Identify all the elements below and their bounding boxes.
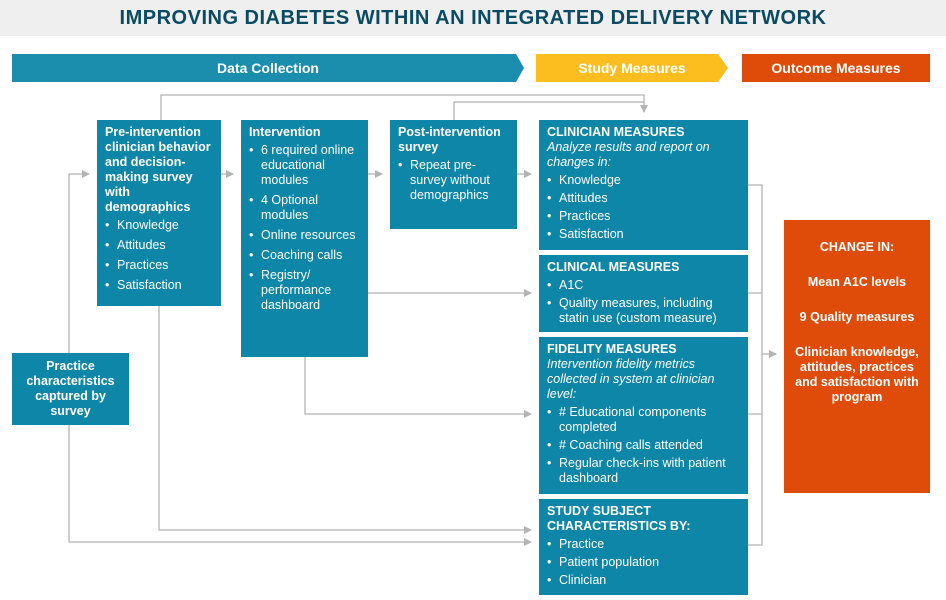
connector-pre-bottom-to-subject xyxy=(158,306,532,534)
banner-outcome-measures: Outcome Measures xyxy=(742,54,930,82)
fidelity-item-check-ins: Regular check-ins with patient dashboard xyxy=(547,456,740,486)
intervention-item-optional-modules: 4 Optional modules xyxy=(249,193,360,223)
connector-measures-bracket xyxy=(748,184,763,546)
pre-item-satisfaction: Satisfaction xyxy=(105,278,213,293)
subject-item-clinician: Clinician xyxy=(547,573,740,588)
change-in-box: CHANGE IN: Mean A1C levels 9 Quality mea… xyxy=(784,220,930,493)
post-intervention-box: Post-intervention survey Repeat pre-surv… xyxy=(390,120,517,229)
fidelity-item-coaching-calls: # Coaching calls attended xyxy=(547,438,740,453)
banner-data-collection: Data Collection xyxy=(12,54,524,82)
clinician-item-practices: Practices xyxy=(547,209,740,224)
page-title: IMPROVING DIABETES WITHIN AN INTEGRATED … xyxy=(0,0,946,36)
clinician-measures-box: CLINICIAN MEASURES Analyze results and r… xyxy=(539,120,748,250)
pre-item-attitudes: Attitudes xyxy=(105,238,213,253)
clinical-item-a1c: A1C xyxy=(547,278,740,293)
study-subject-title: STUDY SUBJECT CHARACTERISTICS BY: xyxy=(547,504,691,533)
post-item-repeat-survey: Repeat pre-survey without demographics xyxy=(398,158,509,203)
study-subject-box: STUDY SUBJECT CHARACTERISTICS BY: Practi… xyxy=(539,499,748,595)
practice-characteristics-box: Practice characteristics captured by sur… xyxy=(12,353,129,425)
clinician-item-attitudes: Attitudes xyxy=(547,191,740,206)
intervention-title: Intervention xyxy=(249,125,321,139)
clinician-measures-subtitle: Analyze results and report on changes in… xyxy=(547,140,710,169)
subject-item-practice: Practice xyxy=(547,537,740,552)
fidelity-item-educational-components: # Educational components completed xyxy=(547,405,740,435)
banner-study-measures: Study Measures xyxy=(536,54,728,82)
intervention-item-coaching-calls: Coaching calls xyxy=(249,248,360,263)
fidelity-measures-box: FIDELITY MEASURES Intervention fidelity … xyxy=(539,337,748,494)
change-in-title: CHANGE IN: xyxy=(819,240,895,254)
fidelity-measures-title: FIDELITY MEASURES xyxy=(547,342,677,356)
post-intervention-title: Post-intervention survey xyxy=(398,125,501,154)
change-item-clinician: Clinician knowledge, attitudes, practice… xyxy=(795,345,919,404)
intervention-item-required-modules: 6 required online educational modules xyxy=(249,143,360,188)
connector-post-top-to-clinician xyxy=(453,101,644,120)
clinician-item-satisfaction: Satisfaction xyxy=(547,227,740,242)
clinician-measures-title: CLINICIAN MEASURES xyxy=(547,125,685,139)
clinical-measures-title: CLINICAL MEASURES xyxy=(547,260,680,274)
connector-practice-to-subject xyxy=(68,425,532,546)
clinical-measures-box: CLINICAL MEASURES A1C Quality measures, … xyxy=(539,255,748,332)
intervention-item-dashboard: Registry/ performance dashboard xyxy=(249,268,360,313)
pre-item-practices: Practices xyxy=(105,258,213,273)
intervention-item-online-resources: Online resources xyxy=(249,228,360,243)
connector-practice-to-pre xyxy=(68,170,90,353)
pre-intervention-box: Pre-intervention clinician behavior and … xyxy=(97,120,221,306)
change-item-a1c: Mean A1C levels xyxy=(807,275,907,289)
pre-item-knowledge: Knowledge xyxy=(105,218,213,233)
change-item-quality: 9 Quality measures xyxy=(799,310,915,324)
connector-int-to-fidelity xyxy=(304,357,532,418)
pre-intervention-title: Pre-intervention clinician behavior and … xyxy=(105,125,211,214)
intervention-box: Intervention 6 required online education… xyxy=(241,120,368,357)
clinician-item-knowledge: Knowledge xyxy=(547,173,740,188)
connector-pre-top-to-clinician xyxy=(160,94,648,120)
subject-item-patient-population: Patient population xyxy=(547,555,740,570)
clinical-item-quality-measures: Quality measures, including statin use (… xyxy=(547,296,740,326)
practice-characteristics-text: Practice characteristics captured by sur… xyxy=(26,359,115,418)
fidelity-measures-subtitle: Intervention fidelity metrics collected … xyxy=(547,357,715,401)
